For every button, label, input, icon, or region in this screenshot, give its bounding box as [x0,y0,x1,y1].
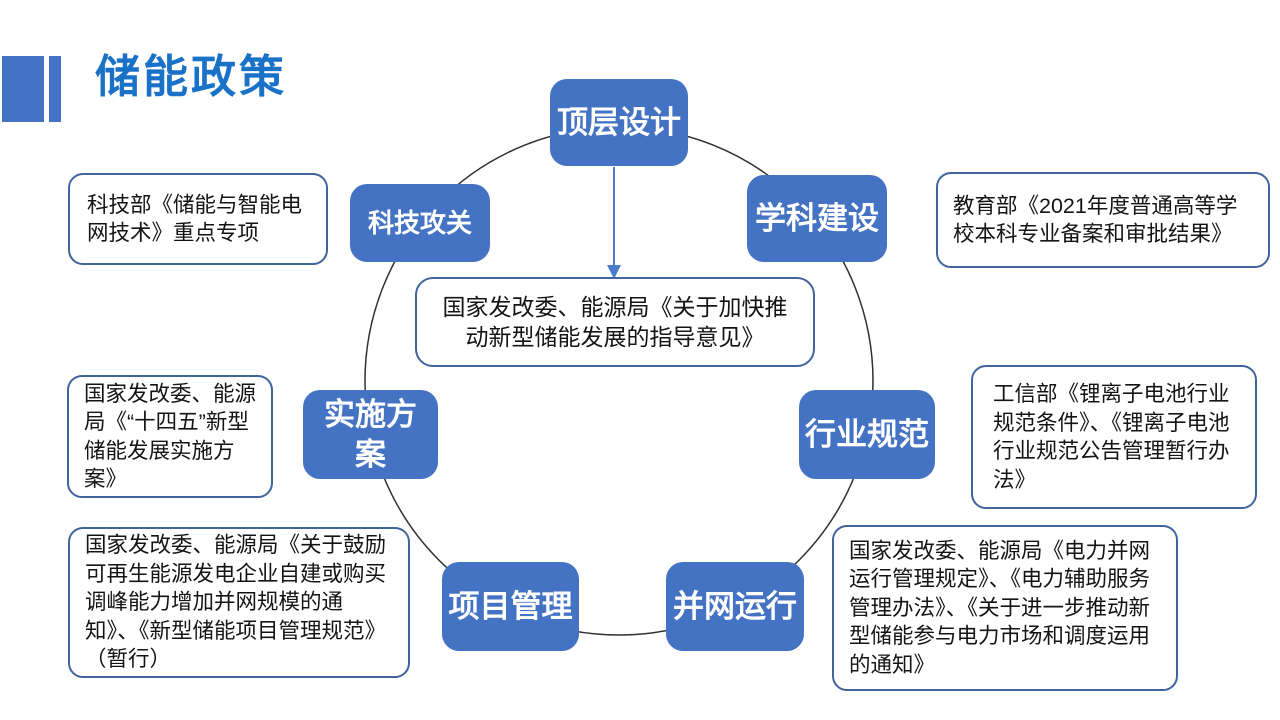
callout-text: 教育部《2021年度普通高等学校本科专业备案和审批结果》 [953,193,1238,247]
node-grid-operation: 并网运行 [666,562,804,651]
node-label: 实施方案 [324,397,417,472]
node-label: 科技攻关 [367,207,472,238]
node-top-level-design: 顶层设计 [550,79,688,166]
callout-ndrc-plan: 国家发改委、能源局《“十四五”新型储能发展实施方案》 [67,375,273,498]
center-policy-text: 国家发改委、能源局《关于加快推动新型储能发展的指导意见》 [442,294,788,350]
node-industry-standards: 行业规范 [799,390,935,479]
node-label: 项目管理 [448,588,573,624]
callout-education-ministry: 教育部《2021年度普通高等学校本科专业备案和审批结果》 [936,172,1270,268]
callout-text: 国家发改委、能源局《电力并网运行管理规定》、《电力辅助服务管理办法》、《关于进一… [849,538,1151,677]
node-project-management: 项目管理 [442,562,579,651]
callout-ndrc-project: 国家发改委、能源局《关于鼓励可再生能源发电企业自建或购买调峰能力增加并网规模的通… [68,527,410,678]
center-policy-box: 国家发改委、能源局《关于加快推动新型储能发展的指导意见》 [415,277,815,367]
node-implementation-plan: 实施方案 [303,390,438,479]
node-label: 学科建设 [755,200,879,236]
title-bar-thin [49,56,61,122]
callout-text: 国家发改委、能源局《关于鼓励可再生能源发电企业自建或购买调峰能力增加并网规模的通… [85,533,387,672]
node-label: 顶层设计 [557,104,681,140]
callout-text: 国家发改委、能源局《“十四五”新型储能发展实施方案》 [84,381,257,492]
callout-ndrc-grid: 国家发改委、能源局《电力并网运行管理规定》、《电力辅助服务管理办法》、《关于进一… [832,525,1178,691]
node-discipline-construction: 学科建设 [747,175,887,262]
node-label: 行业规范 [805,416,929,452]
page-title: 储能政策 [95,51,288,102]
callout-miit-battery: 工信部《锂离子电池行业规范条件》、《锂离子电池行业规范公告管理暂行办法》 [971,365,1257,509]
node-label: 并网运行 [673,588,797,624]
title-bar-wide [2,56,44,122]
callout-text: 工信部《锂离子电池行业规范条件》、《锂离子电池行业规范公告管理暂行办法》 [993,382,1230,492]
callout-text: 科技部《储能与智能电网技术》重点专项 [87,192,303,246]
callout-tech-ministry: 科技部《储能与智能电网技术》重点专项 [68,173,328,265]
node-tech-research: 科技攻关 [350,184,490,262]
down-arrow-head-icon [607,265,621,279]
